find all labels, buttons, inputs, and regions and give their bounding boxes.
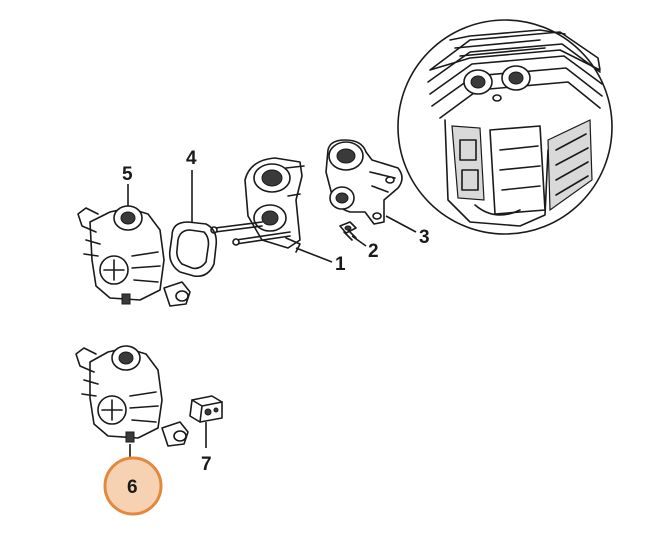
callout-7: 7 (201, 454, 212, 475)
callout-labels: 1 2 3 4 5 6 7 (122, 148, 430, 498)
callout-4: 4 (186, 148, 197, 169)
cylinder-ports (463, 65, 531, 102)
leader-1 (295, 247, 333, 263)
callout-1: 1 (335, 254, 346, 275)
cylinder-body (444, 119, 593, 227)
leader-2 (351, 235, 367, 247)
callout-5: 5 (122, 164, 133, 185)
cylinder-detail-view (397, 19, 613, 235)
part-2-screw (339, 221, 357, 241)
callout-6-highlight (103, 456, 163, 516)
part-3-intake-manifold (325, 139, 403, 225)
part-1-flange (210, 157, 305, 253)
callout-6: 6 (127, 477, 138, 498)
callout-2: 2 (368, 241, 379, 262)
part-5-carburetor (77, 205, 191, 307)
part-7-block (189, 395, 223, 423)
part-6-carburetor (75, 345, 189, 447)
leader-3 (385, 215, 417, 233)
part-4-gasket (168, 221, 218, 278)
callout-3: 3 (419, 227, 430, 248)
